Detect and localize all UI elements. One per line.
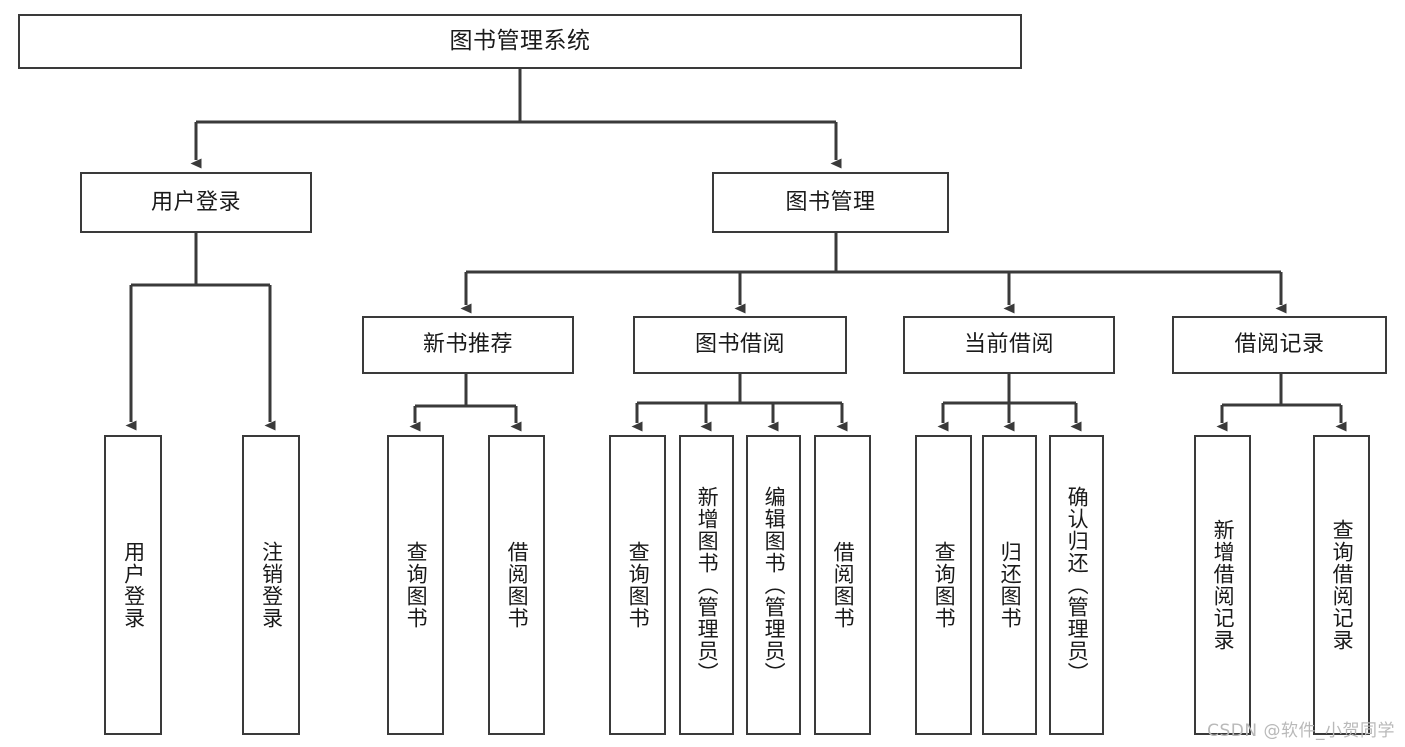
leaf-current-confirm-return-admin[interactable]: 确认归还（管理员）: [1049, 435, 1104, 735]
node-label: 图书借阅: [694, 332, 785, 358]
leaf-current-query-book[interactable]: 查询图书: [915, 435, 972, 735]
leaf-record-add-record[interactable]: 新增借阅记录: [1194, 435, 1251, 735]
leaf-borrow-add-book-admin[interactable]: 新增图书（管理员）: [679, 435, 734, 735]
leaf-new-book-borrow[interactable]: 借阅图书: [488, 435, 545, 735]
node-label: 用户登录: [150, 189, 241, 215]
node-new-book-recommend[interactable]: 新书推荐: [362, 316, 574, 374]
node-label: 借阅记录: [1234, 332, 1325, 358]
node-label: 借阅图书: [831, 541, 856, 629]
node-label: 当前借阅: [963, 332, 1054, 358]
node-book-management[interactable]: 图书管理: [712, 172, 949, 233]
leaf-record-query-record[interactable]: 查询借阅记录: [1313, 435, 1370, 735]
node-label: 新增借阅记录: [1211, 519, 1236, 651]
node-current-borrow[interactable]: 当前借阅: [903, 316, 1115, 374]
node-label: 查询图书: [932, 541, 957, 629]
leaf-borrow-edit-book-admin[interactable]: 编辑图书（管理员）: [746, 435, 801, 735]
node-label: 借阅图书: [505, 541, 530, 629]
leaf-user-login-logout[interactable]: 注销登录: [242, 435, 300, 735]
node-label: 确认归还（管理员）: [1065, 486, 1090, 684]
node-label: 归还图书: [998, 541, 1023, 629]
node-label: 查询图书: [626, 541, 651, 629]
node-book-borrow[interactable]: 图书借阅: [633, 316, 847, 374]
node-label: 编辑图书（管理员）: [762, 486, 787, 684]
leaf-current-return-book[interactable]: 归还图书: [982, 435, 1037, 735]
node-label: 新书推荐: [422, 332, 513, 358]
node-label: 图书管理: [785, 189, 876, 215]
node-label: 图书管理系统: [449, 28, 591, 55]
node-label: 注销登录: [259, 541, 284, 629]
csdn-watermark: CSDN @软件_小贺同学: [1207, 721, 1395, 741]
node-label: 新增图书（管理员）: [695, 486, 720, 684]
node-borrow-record[interactable]: 借阅记录: [1172, 316, 1387, 374]
node-label: 查询借阅记录: [1330, 519, 1355, 651]
node-user-login[interactable]: 用户登录: [80, 172, 312, 233]
leaf-borrow-query-book[interactable]: 查询图书: [609, 435, 666, 735]
leaf-borrow-borrow-book[interactable]: 借阅图书: [814, 435, 871, 735]
node-label: 查询图书: [404, 541, 429, 629]
node-label: 用户登录: [121, 541, 146, 629]
leaf-user-login-login[interactable]: 用户登录: [104, 435, 162, 735]
leaf-new-book-query[interactable]: 查询图书: [387, 435, 444, 735]
node-root-system[interactable]: 图书管理系统: [18, 14, 1022, 69]
